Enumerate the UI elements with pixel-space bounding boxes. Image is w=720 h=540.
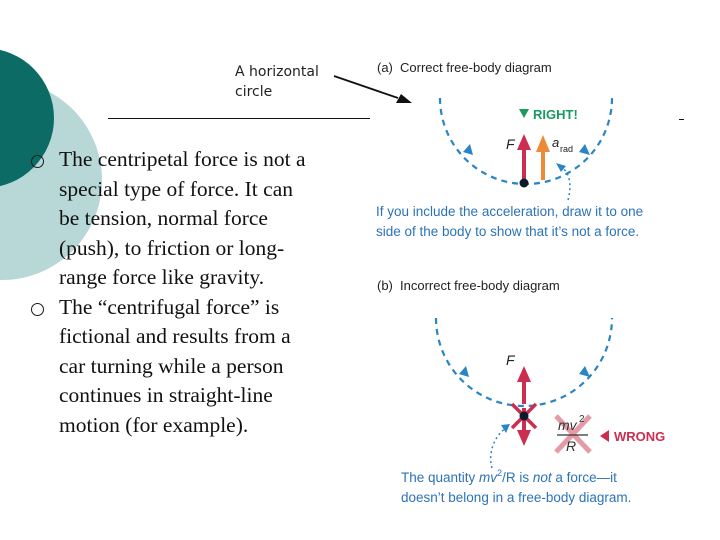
dark-teal-circle: [0, 49, 54, 187]
panel-a-path-arrow-icon: [579, 144, 590, 155]
crossed-out-decoration: [554, 414, 592, 454]
fraction-denominator: R: [566, 438, 576, 454]
panel-a-label: (a): [377, 60, 393, 75]
acceleration-arrowhead: [536, 135, 550, 152]
panel-b-force-label: F: [506, 352, 516, 368]
panel-b-path-arrow-icon: [459, 366, 469, 377]
panel-b-note-pointer: [489, 427, 507, 469]
panel-a-path-arrow-icon: [463, 144, 473, 155]
panel-a-force-arrowhead: [517, 134, 531, 150]
panel-b-title: Incorrect free-body diagram: [400, 278, 560, 293]
panel-b-path-arrow-icon: [579, 366, 590, 377]
underline-end-tick: [679, 119, 684, 120]
note-text-post: a force—it: [552, 470, 618, 485]
acceleration-subscript: rad: [560, 144, 573, 154]
panel-a-force-label: F: [506, 136, 516, 152]
bullet-list: The centripetal force is not a special t…: [30, 145, 350, 440]
free-body-diagram-figure: (a) Correct free-body diagram RIGHT! F a…: [376, 60, 665, 505]
pointer-arrow-head: [396, 94, 412, 103]
title-underline: [108, 118, 370, 119]
panel-b-note-pointer-head: [501, 424, 510, 433]
pointer-arrow-line: [333, 75, 399, 99]
bullet-line: car turning while a person: [59, 353, 284, 378]
wrong-left-triangle-icon: [600, 430, 609, 442]
bullet-line: range force like gravity.: [59, 265, 265, 289]
right-label: RIGHT!: [533, 107, 578, 122]
annotation-label: A horizontal circle: [235, 62, 319, 102]
wrong-label: WRONG: [614, 429, 665, 444]
right-down-triangle-icon: [519, 109, 529, 118]
panel-a-note-line-2: side of the body to show that it’s not a…: [376, 224, 639, 239]
panel-b-force-arrowhead: [517, 366, 531, 382]
fraction-numerator-superscript: 2: [579, 414, 585, 425]
bullet-line: (push), to friction or long-: [59, 235, 285, 260]
bullet-line: fictional and results from a: [59, 324, 291, 348]
bullet-line: The “centrifugal force” is: [59, 294, 280, 319]
bullet-line: The centripetal force is not a: [59, 147, 306, 171]
bullet-line: motion (for example).: [59, 412, 249, 437]
panel-b-note-line-1: The quantity mv2/R is not a force—it: [401, 468, 617, 485]
annotation-line-1: A horizontal: [235, 64, 319, 80]
panel-a-note-pointer-head: [556, 163, 566, 172]
annotation-line-2: circle: [235, 84, 273, 100]
bullet-line: continues in straight-line: [59, 383, 273, 407]
note-text-superscript: 2: [497, 468, 502, 478]
hollow-circle-bullet-icon: [31, 155, 44, 168]
panel-a-title: Correct free-body diagram: [400, 60, 552, 75]
note-text-expression: mv: [479, 470, 498, 485]
panel-b-label: (b): [377, 278, 393, 293]
bullet-item-centrifugal: The “centrifugal force” is fictional and…: [30, 293, 350, 441]
panel-b-note-line-2: doesn’t belong in a free-body diagram.: [401, 490, 631, 505]
panel-b-circle-path: [434, 317, 614, 408]
bullet-item-centripetal: The centripetal force is not a special t…: [30, 145, 350, 293]
fraction-numerator: mv: [558, 417, 578, 433]
wrong-force-arrowhead: [517, 430, 531, 446]
bullet-line: special type of force. It can: [59, 176, 293, 201]
note-text-pre: The quantity: [401, 470, 479, 485]
bullet-line: be tension, normal force: [59, 206, 268, 230]
acceleration-label: a: [552, 135, 559, 150]
note-text-middle: /R is: [502, 470, 533, 485]
panel-a-body-dot: [519, 178, 529, 188]
hollow-circle-bullet-icon: [31, 302, 44, 316]
panel-a-note-line-1: If you include the acceleration, draw it…: [376, 204, 643, 219]
panel-b-body-dot: [519, 411, 529, 421]
panel-a-note-pointer: [559, 165, 571, 201]
note-text-not: not: [533, 470, 553, 485]
